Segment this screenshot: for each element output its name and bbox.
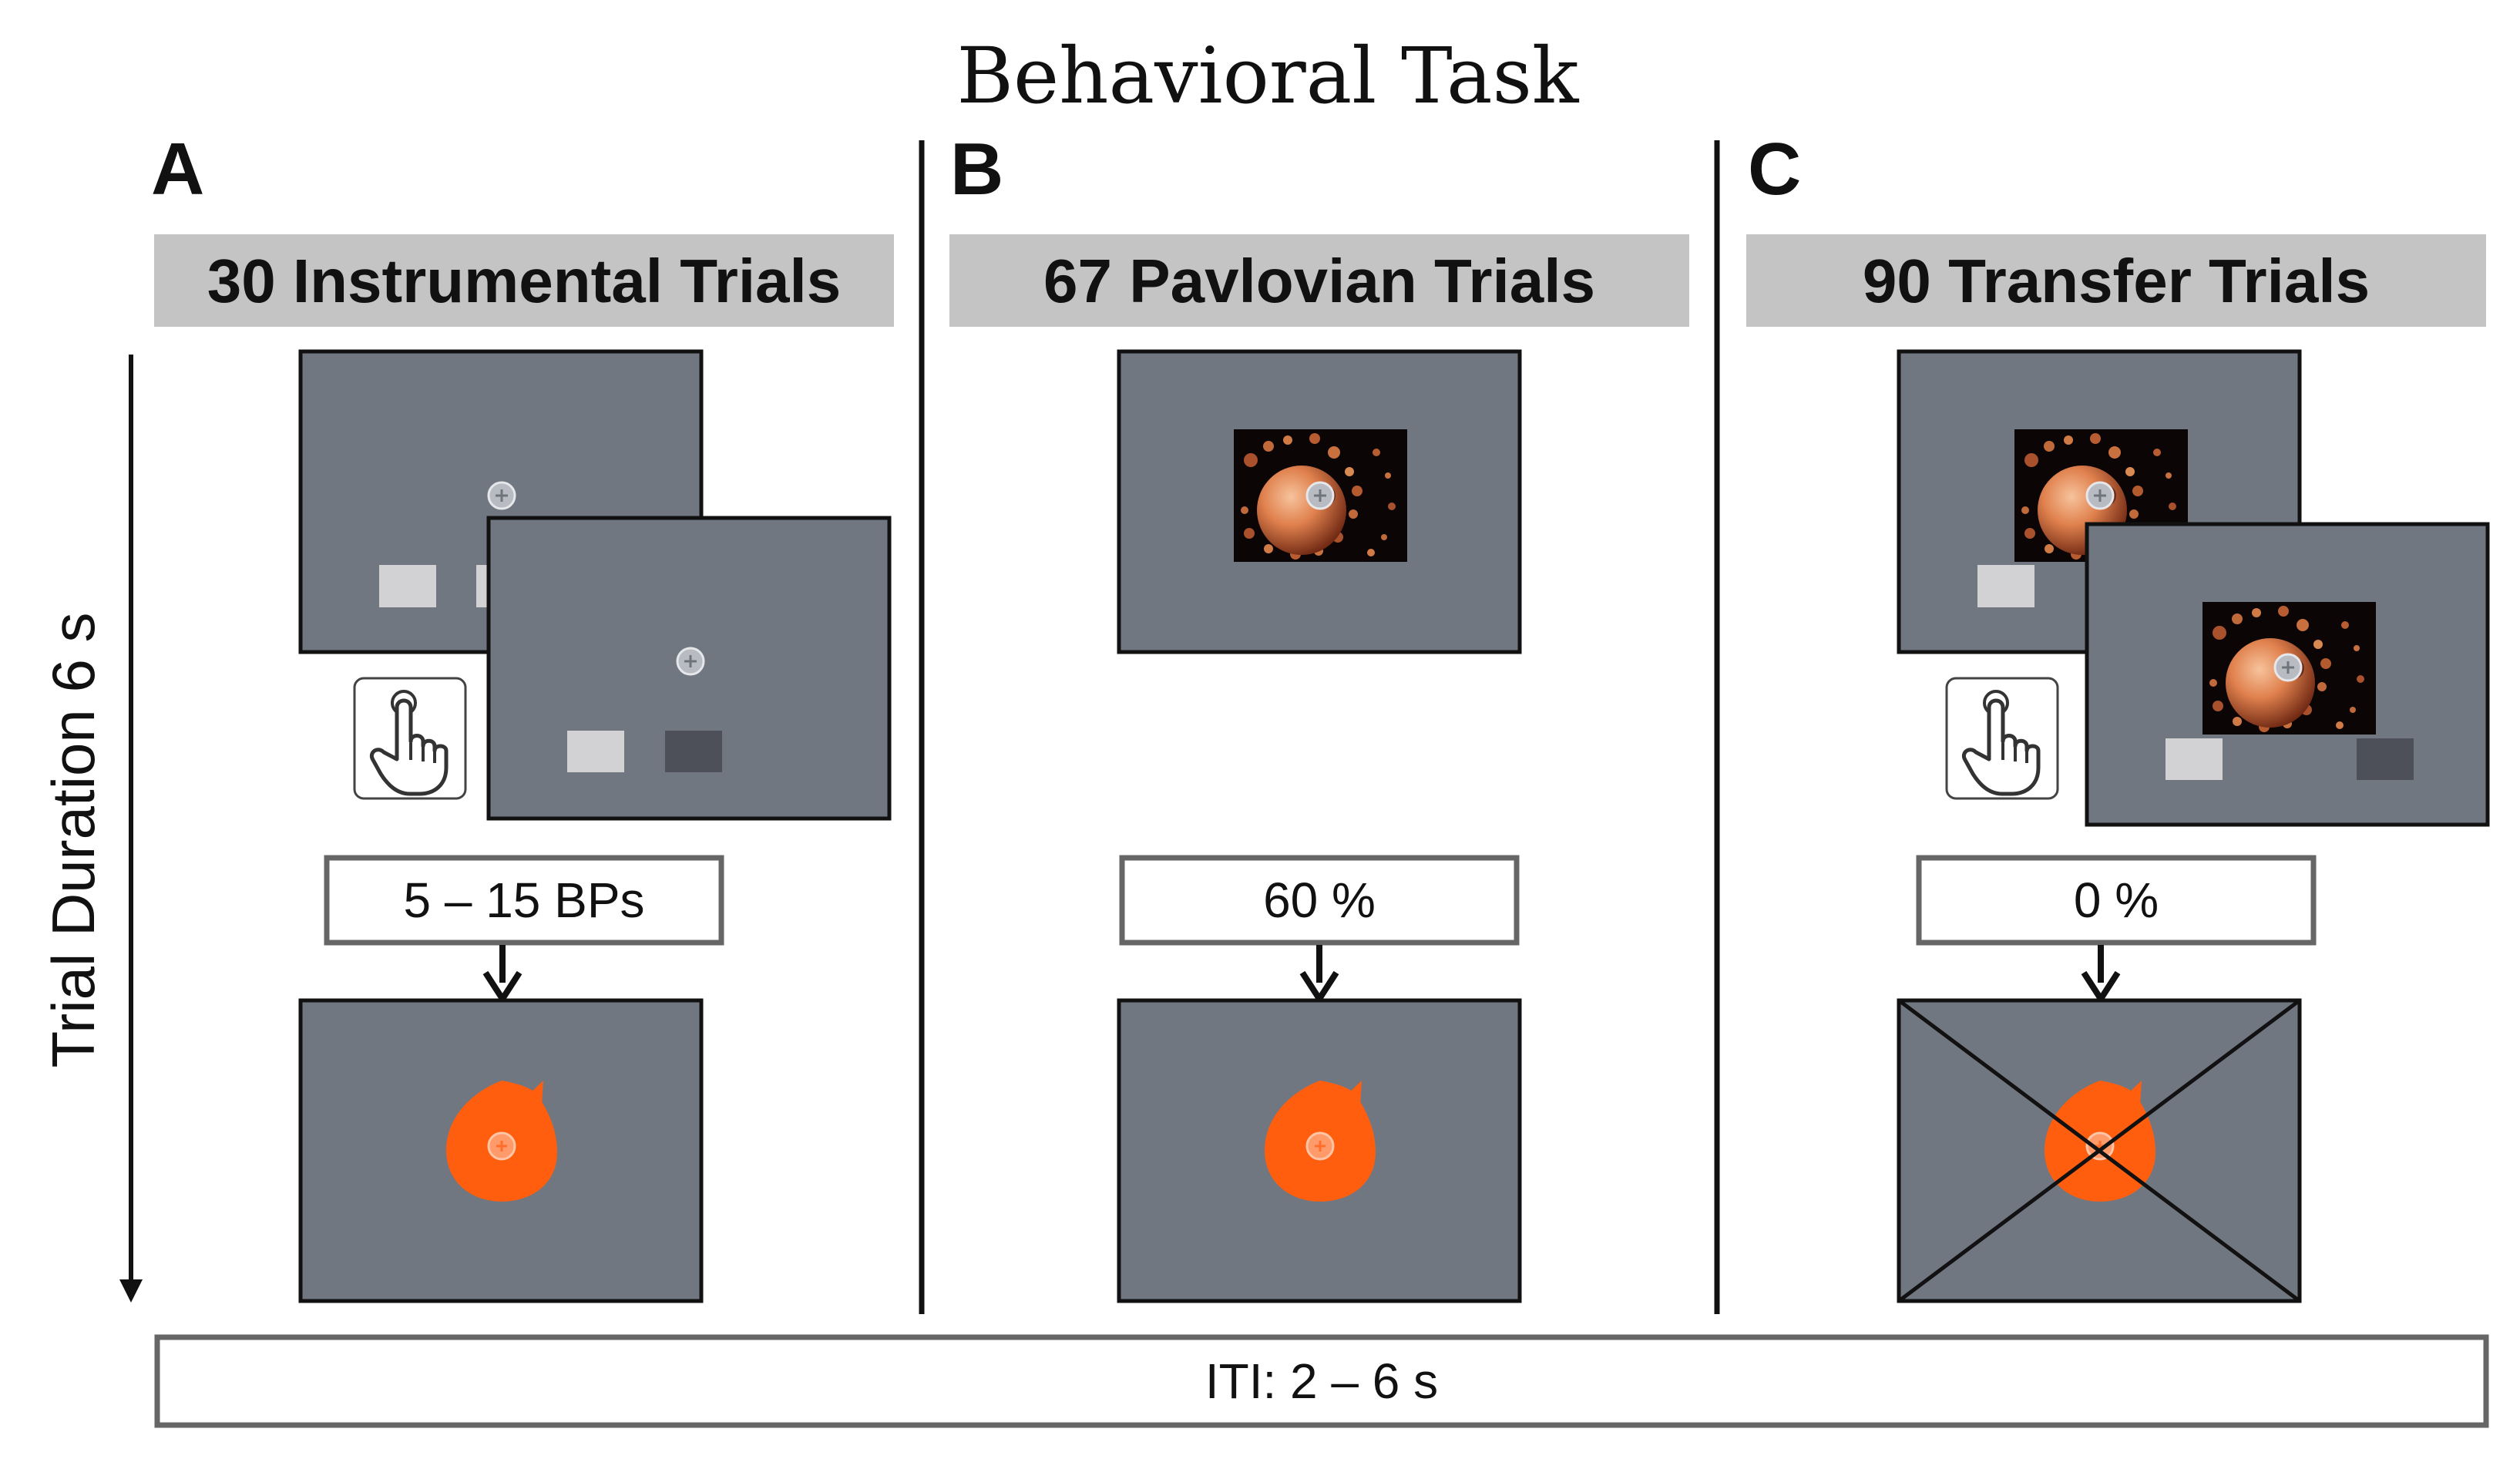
panel-c-light-key-back: [1977, 565, 2034, 607]
time-axis-label: Trial Duration 6 s: [39, 613, 107, 1068]
panel-a-criterion-box: [324, 855, 724, 946]
fixation-cross-icon: [1305, 481, 1335, 510]
figure-title: Behavioral Task: [956, 31, 1579, 121]
panel-c-light-key: [2166, 738, 2223, 780]
panel-a-dark-key: [665, 731, 722, 772]
panel-c-dark-key: [2357, 738, 2414, 780]
time-axis: Trial Duration 6 s: [39, 355, 143, 1303]
panel-a-header-band: [154, 234, 894, 327]
panel-c-criterion-box: [1916, 855, 2317, 946]
panel-c-down-arrow: [2081, 945, 2121, 1005]
hand-press-icon: [354, 678, 465, 798]
iti-label: ITI: 2 – 6 s: [1205, 1353, 1438, 1409]
panel-c: C 90 Transfer Trials 0 %: [1746, 128, 2490, 1303]
panel-b-down-arrow: [1299, 945, 1339, 1005]
panel-a-down-arrow: [482, 945, 522, 1005]
iti-box: [154, 1334, 2489, 1428]
panel-a: A 30 Instrumental Trials 5 – 15 BPs: [151, 128, 894, 1303]
panel-b-letter: B: [950, 128, 1003, 210]
panel-c-header: 90 Transfer Trials: [1863, 247, 2370, 315]
panel-b-criterion: 60 %: [1263, 872, 1376, 928]
fixation-cross-icon: [676, 647, 705, 676]
hand-press-icon: [1947, 678, 2058, 798]
panel-a-light-key-back: [379, 565, 436, 607]
panel-a-criterion: 5 – 15 BPs: [403, 872, 644, 928]
panel-b: B 67 Pavlovian Trials 60 %: [949, 128, 1689, 1303]
fixation-cross-icon: [2273, 653, 2303, 682]
panel-c-criterion: 0 %: [2074, 872, 2159, 928]
panel-c-header-band: [1746, 234, 2486, 327]
fixation-cross-icon: [2085, 481, 2115, 510]
panel-b-header-band: [949, 234, 1689, 327]
panel-a-letter: A: [151, 128, 204, 210]
panel-b-criterion-box: [1119, 855, 1520, 946]
panel-b-header: 67 Pavlovian Trials: [1043, 247, 1595, 315]
panel-c-letter: C: [1748, 128, 1801, 210]
fixation-cross-icon: [487, 481, 516, 510]
panel-a-header: 30 Instrumental Trials: [207, 247, 842, 315]
panel-a-light-key: [567, 731, 624, 772]
cross-out-icon: [1897, 999, 2301, 1303]
